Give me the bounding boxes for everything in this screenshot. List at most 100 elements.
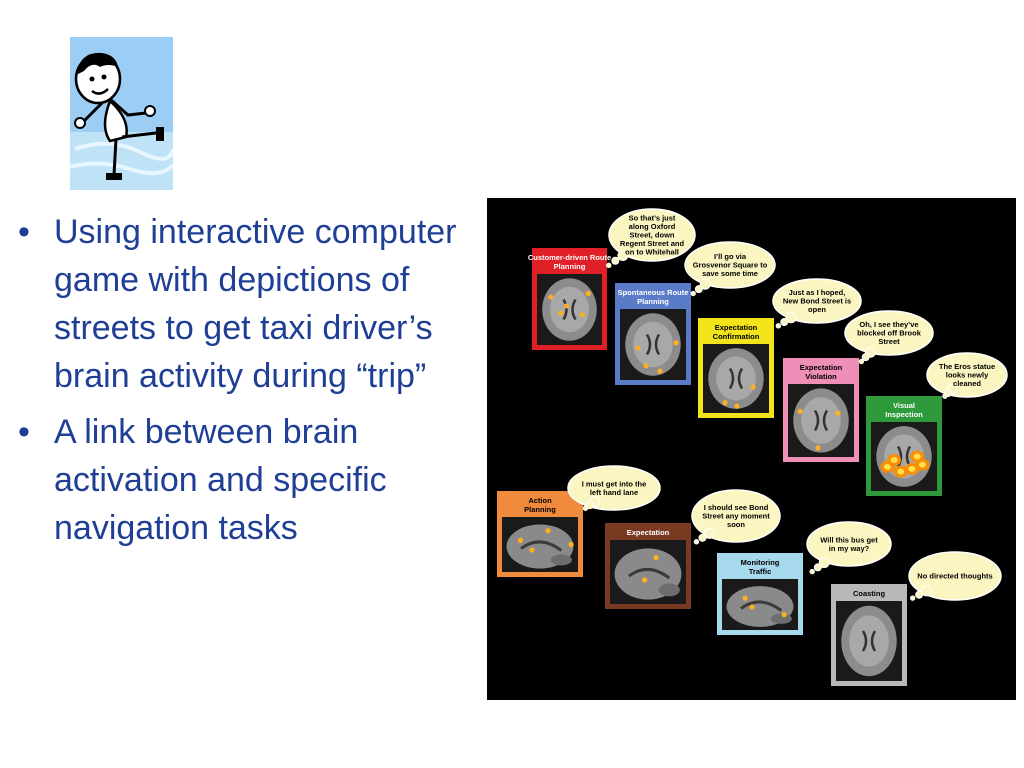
thought-bubble-text: I should see Bond bbox=[704, 503, 769, 512]
thought-bubble-text: cleaned bbox=[953, 379, 981, 388]
panel-label: Monitoring bbox=[741, 558, 780, 567]
thought-bubble-tail bbox=[690, 290, 696, 297]
thought-bubble-text: I’ll go via bbox=[714, 252, 747, 261]
thought-bubble-text: on to Whitehall bbox=[625, 248, 679, 257]
thought-bubble-tail bbox=[942, 393, 948, 399]
brain-panel: Coasting bbox=[831, 584, 907, 686]
activation-spot bbox=[635, 345, 641, 351]
thought-bubble-text: The Eros statue bbox=[939, 362, 995, 371]
panel-label: Inspection bbox=[885, 410, 923, 419]
thought-bubble-shape bbox=[926, 352, 1008, 398]
thought-bubble-text: New Bond Street is bbox=[783, 297, 851, 306]
thought-bubble-tail bbox=[813, 563, 822, 572]
brain-scan-detail bbox=[658, 583, 680, 597]
panel-label: Coasting bbox=[853, 589, 886, 598]
thought-bubble-tail bbox=[585, 501, 594, 510]
activation-spot bbox=[749, 604, 755, 610]
panel-label: Visual bbox=[893, 401, 915, 410]
thought-bubble-tail bbox=[809, 568, 815, 575]
thought-bubble-tail bbox=[909, 595, 916, 601]
brain-panel: Expectation bbox=[605, 523, 691, 609]
activation-spot bbox=[517, 537, 524, 543]
activation-spot bbox=[545, 528, 551, 534]
thought-bubble-shape bbox=[844, 310, 934, 356]
thought-bubble-text: left hand lane bbox=[590, 488, 638, 497]
thought-bubble-tail bbox=[617, 249, 629, 261]
activation-spot bbox=[734, 403, 740, 409]
brain-scan-detail bbox=[861, 630, 877, 652]
thought-bubble-text: Street, down bbox=[629, 231, 674, 240]
brain-scan-detail bbox=[562, 298, 577, 321]
panel-label: Planning bbox=[554, 262, 586, 271]
brain-scan-detail bbox=[728, 367, 744, 390]
activation-spot bbox=[558, 310, 564, 316]
thought-bubble-tail bbox=[606, 262, 612, 269]
thought-bubble-tail bbox=[694, 285, 703, 294]
brain-scan-detail bbox=[628, 568, 671, 580]
thought-bubble-tail bbox=[818, 557, 830, 569]
thought-bubble-tail bbox=[611, 256, 620, 265]
panel-label: Confirmation bbox=[713, 332, 760, 341]
panel-label: Expectation bbox=[715, 323, 758, 332]
cartoon-figure-clipart bbox=[70, 37, 173, 190]
activation-spot bbox=[908, 465, 916, 472]
thought-bubble-text: soon bbox=[727, 520, 745, 529]
thought-bubble-tail bbox=[775, 323, 782, 329]
activation-spot bbox=[657, 368, 663, 374]
panel-label: Violation bbox=[805, 372, 837, 381]
activation-spot bbox=[722, 400, 728, 406]
activation-spot bbox=[781, 612, 787, 618]
bullet-list: •Using interactive computer game with de… bbox=[18, 208, 468, 560]
bullet-text: A link between brain activation and spec… bbox=[54, 413, 387, 547]
activation-spot bbox=[835, 410, 841, 416]
thought-bubble-shape bbox=[684, 241, 776, 289]
thought-bubble-text: Street any moment bbox=[702, 512, 770, 521]
thought-bubble-text: looks newly bbox=[946, 371, 989, 380]
thought-bubble-tail bbox=[699, 278, 711, 290]
activation-spot bbox=[673, 340, 679, 346]
thought-bubble-tail bbox=[693, 539, 700, 545]
brain-scan-detail bbox=[550, 554, 572, 566]
activation-spot bbox=[750, 384, 756, 390]
brain-scan-detail bbox=[770, 613, 792, 624]
bullet-item: • A link between brain activation and spe… bbox=[18, 408, 468, 552]
thought-bubble-text: No directed thoughts bbox=[917, 572, 992, 581]
activation-spot bbox=[579, 312, 585, 318]
brain-scan-detail bbox=[740, 600, 783, 612]
activation-spot bbox=[529, 547, 535, 553]
thought-bubble-tail bbox=[915, 590, 924, 599]
activation-spot bbox=[884, 463, 891, 470]
panel-label: Expectation bbox=[800, 363, 843, 372]
activation-spot bbox=[918, 461, 926, 468]
thought-bubble-text: I must get into the bbox=[582, 479, 647, 488]
brain-scan-detail bbox=[520, 540, 563, 552]
thought-bubble-tail bbox=[582, 505, 589, 511]
thought-bubble-text: blocked off Brook bbox=[857, 329, 922, 338]
activation-spot bbox=[890, 456, 898, 463]
activation-spot bbox=[643, 363, 649, 369]
bullet-marker: • bbox=[18, 413, 30, 451]
panel-label: Customer-driven Route bbox=[528, 253, 611, 262]
brain-scan-detail bbox=[716, 356, 756, 401]
thought-bubble-text: in my way? bbox=[829, 544, 870, 553]
activation-spot bbox=[897, 468, 905, 475]
thought-bubble-text: Regent Street and bbox=[620, 239, 685, 248]
thought-bubble-tail bbox=[858, 358, 865, 365]
activation-spot bbox=[585, 290, 591, 297]
thought-bubble-tail bbox=[920, 585, 932, 597]
thought-bubble-text: Street bbox=[878, 337, 900, 346]
activation-spot bbox=[641, 577, 648, 583]
thought-bubble-tail bbox=[785, 312, 797, 324]
thought-bubble-shape bbox=[691, 489, 781, 543]
activation-spot bbox=[913, 453, 921, 460]
thought-bubble-text: Oh, I see they’ve bbox=[859, 320, 918, 329]
